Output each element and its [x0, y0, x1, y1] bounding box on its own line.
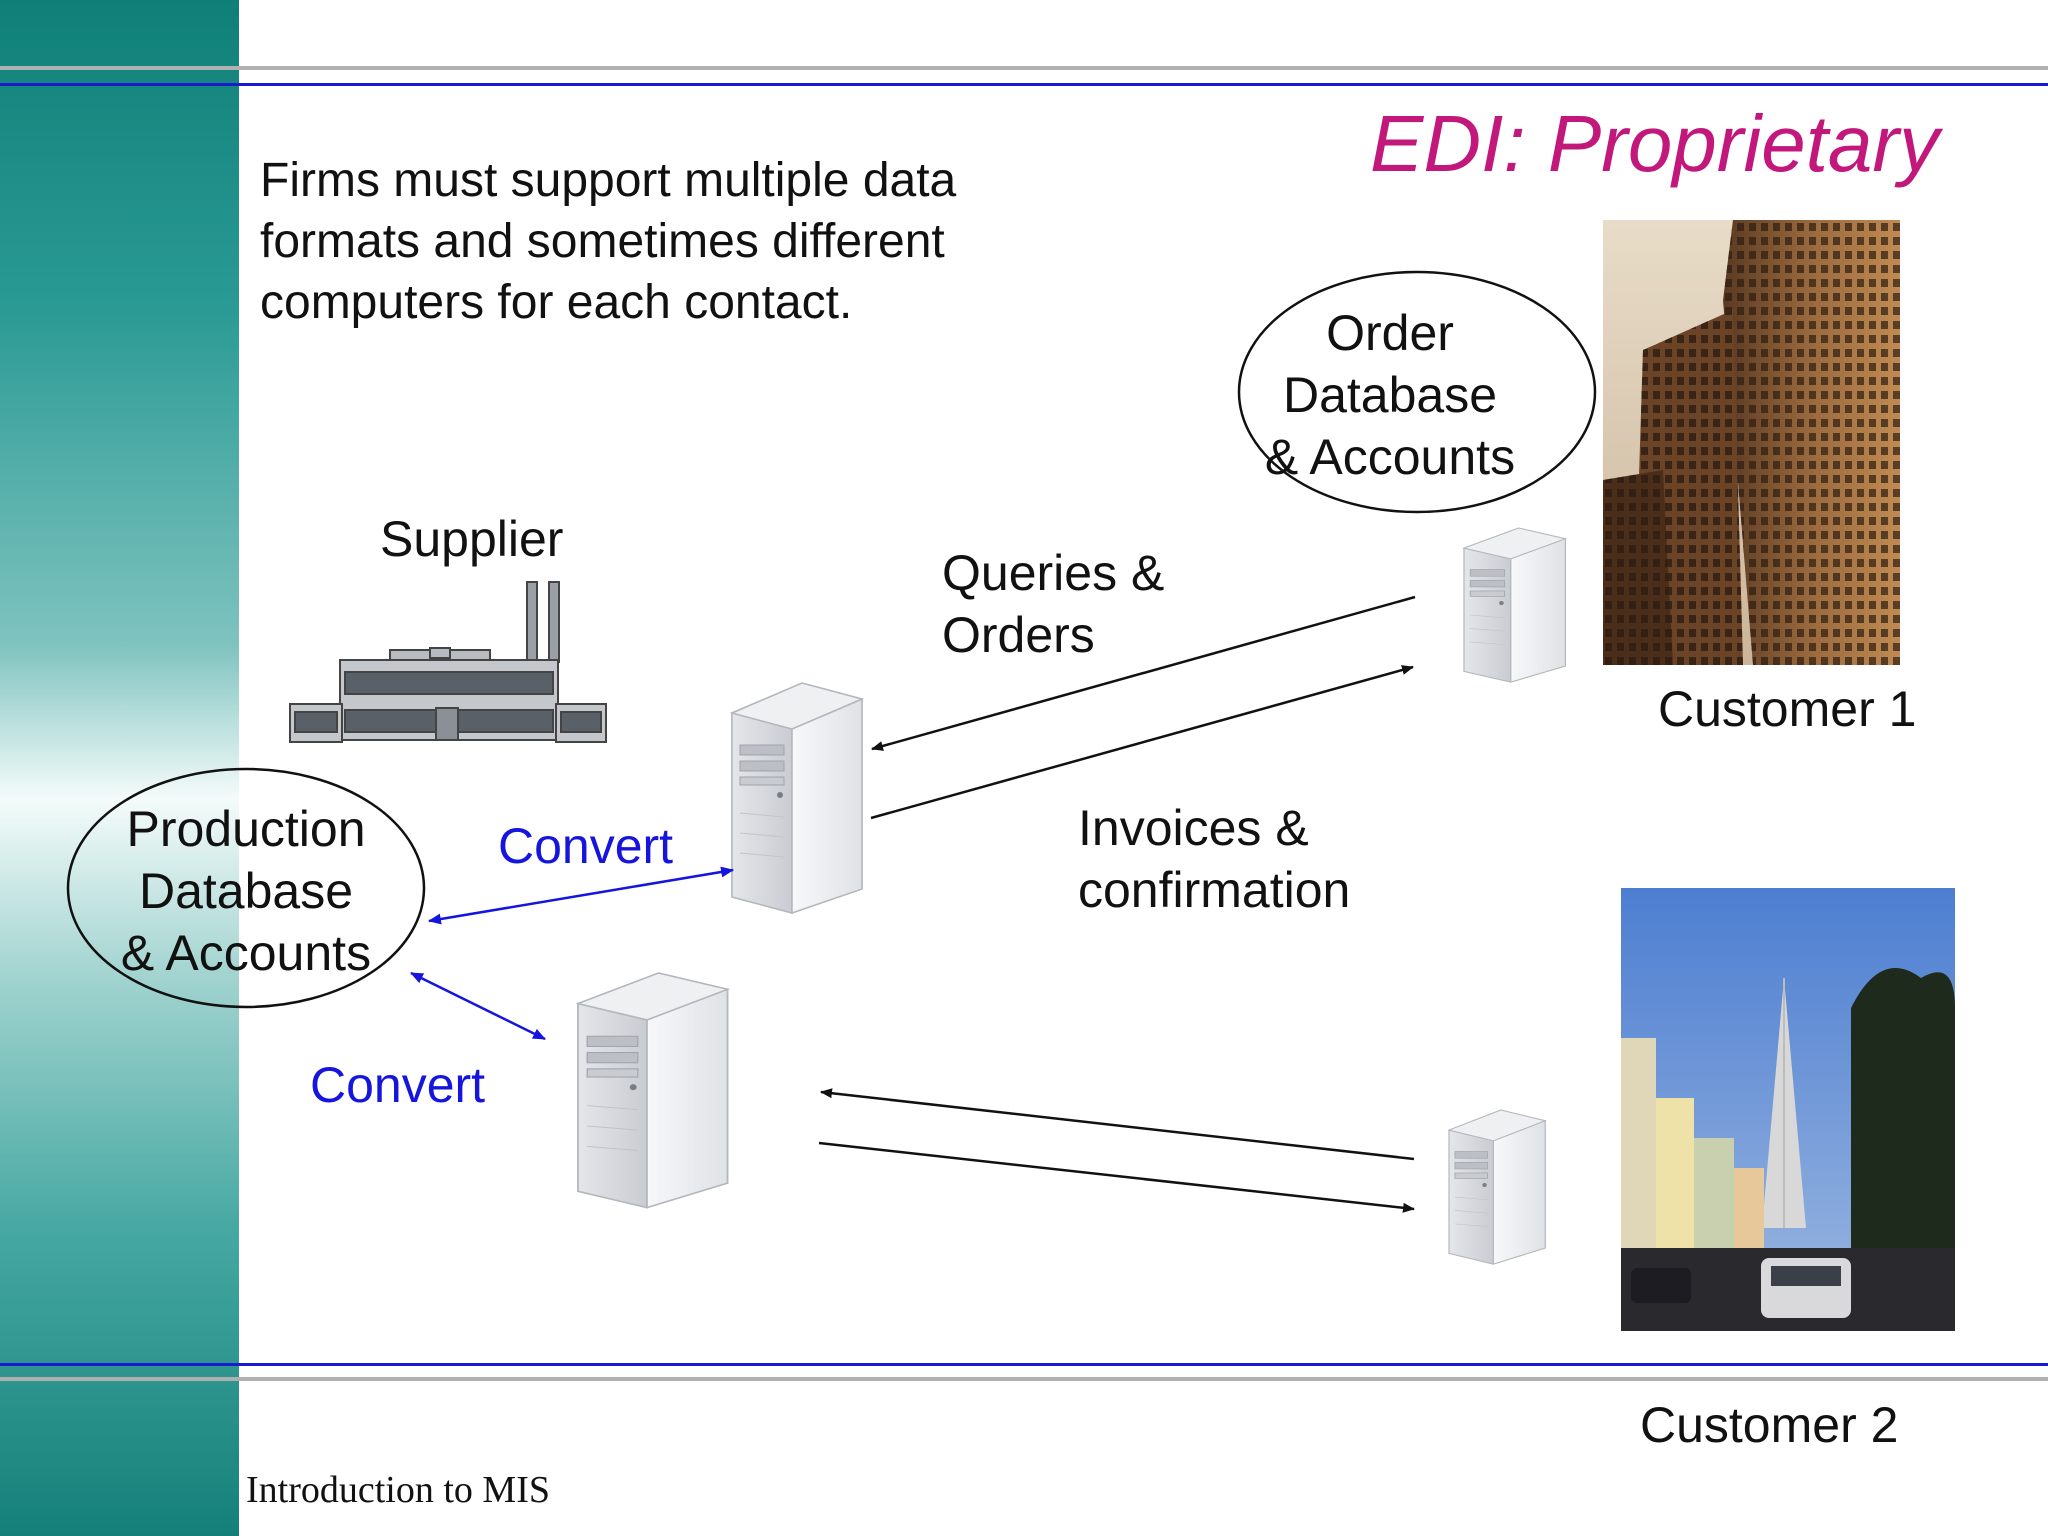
footer-text: Introduction to MIS — [246, 1469, 550, 1511]
queries-orders-label: Queries & Orders — [942, 542, 1164, 666]
production-database-line: & Accounts — [120, 925, 372, 981]
convert-label-2: Convert — [310, 1057, 486, 1113]
customer-2-outbound-arrow — [818, 1141, 1415, 1213]
production-database-ellipse — [66, 767, 426, 1009]
invoices-confirmation-line: confirmation — [1078, 862, 1351, 918]
intro-line: Firms must support multiple data — [260, 154, 957, 207]
top-gray-rule — [0, 66, 2048, 70]
customer-1-label: Customer 1 — [1658, 681, 1917, 737]
supplier-label: Supplier — [380, 511, 564, 567]
queries-orders-line: Orders — [942, 607, 1095, 663]
office-towers-photo — [1603, 220, 1900, 665]
order-database-line: Order — [1326, 305, 1454, 361]
customer-1-server — [1463, 527, 1566, 683]
supplier-server-1 — [731, 682, 863, 914]
intro-text: Firms must support multiple data formats… — [260, 150, 956, 333]
convert-label-1: Convert — [498, 818, 674, 874]
top-blue-rule — [0, 83, 2048, 86]
bottom-blue-rule — [0, 1363, 2048, 1366]
convert-arrow-1 — [427, 866, 735, 925]
intro-line: formats and sometimes different — [260, 215, 945, 268]
queries-orders-line: Queries & — [942, 545, 1165, 601]
street-pyramid-photo — [1621, 888, 1955, 1331]
order-database-label: Order Database & Accounts — [1225, 302, 1555, 488]
convert-arrow-2 — [410, 971, 546, 1041]
order-database-line: & Accounts — [1264, 429, 1516, 485]
customer-2-server — [1448, 1109, 1546, 1265]
intro-line: computers for each contact. — [260, 276, 853, 329]
customer-2-inbound-arrow — [820, 1088, 1415, 1161]
queries-orders-arrow — [871, 595, 1416, 751]
order-database-ellipse — [1237, 270, 1597, 514]
supplier-server-2 — [577, 972, 729, 1209]
slide-title: EDI: Proprietary — [1370, 99, 1940, 188]
invoices-arrow — [870, 665, 1414, 820]
customer-2-label: Customer 2 — [1640, 1397, 1899, 1453]
order-database-line: Database — [1282, 367, 1498, 423]
production-database-line: Production — [126, 801, 366, 857]
invoices-confirmation-label: Invoices & confirmation — [1078, 797, 1350, 921]
production-database-line: Database — [138, 863, 354, 919]
bottom-gray-rule — [0, 1377, 2048, 1381]
factory-icon — [289, 581, 607, 743]
sidebar-gradient — [0, 0, 239, 1536]
production-database-label: Production Database & Accounts — [90, 798, 402, 984]
invoices-confirmation-line: Invoices & — [1078, 800, 1309, 856]
